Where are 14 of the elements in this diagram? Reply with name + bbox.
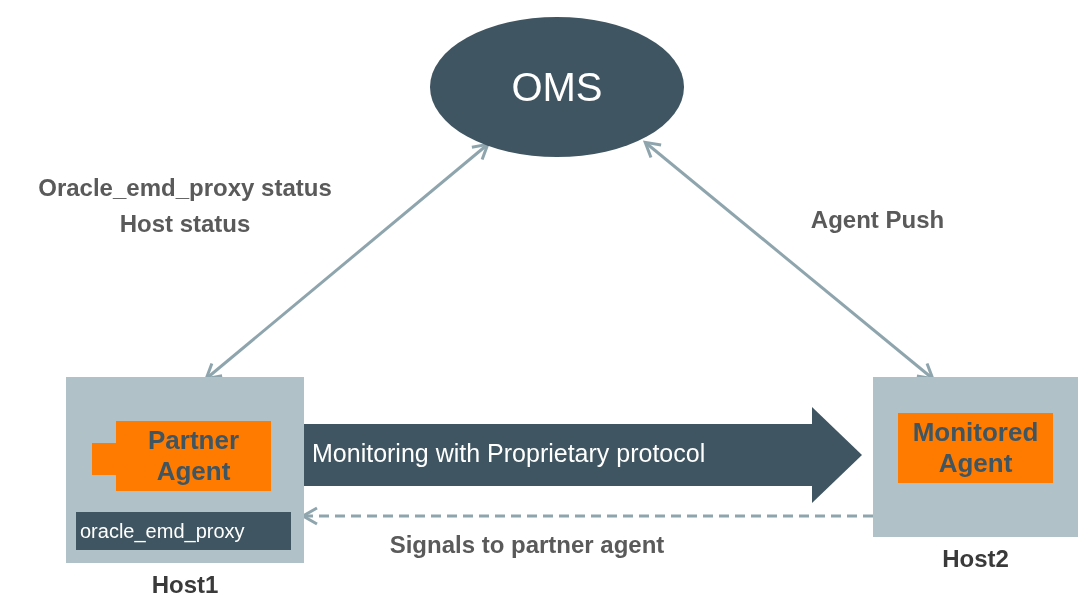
process-box xyxy=(76,512,291,550)
edge-label: Agent Push xyxy=(809,205,946,235)
edge-label: Signals to partner agent xyxy=(388,530,666,560)
host-label: Host1 xyxy=(150,570,220,593)
agent-label: Monitored Agent xyxy=(911,416,1040,480)
agent-component-box xyxy=(92,421,271,491)
block-arrow xyxy=(304,407,862,503)
agent-label: Partner Agent xyxy=(146,424,240,488)
process-label: oracle_emd_proxy xyxy=(80,519,245,545)
host-label: Host2 xyxy=(941,544,1010,574)
edge-label: Monitoring with Proprietary protocol xyxy=(312,438,707,469)
edge-label: Oracle_emd_proxy status Host status xyxy=(37,173,333,239)
agent-component-box xyxy=(898,413,1053,483)
node-label: OMS xyxy=(511,64,603,111)
